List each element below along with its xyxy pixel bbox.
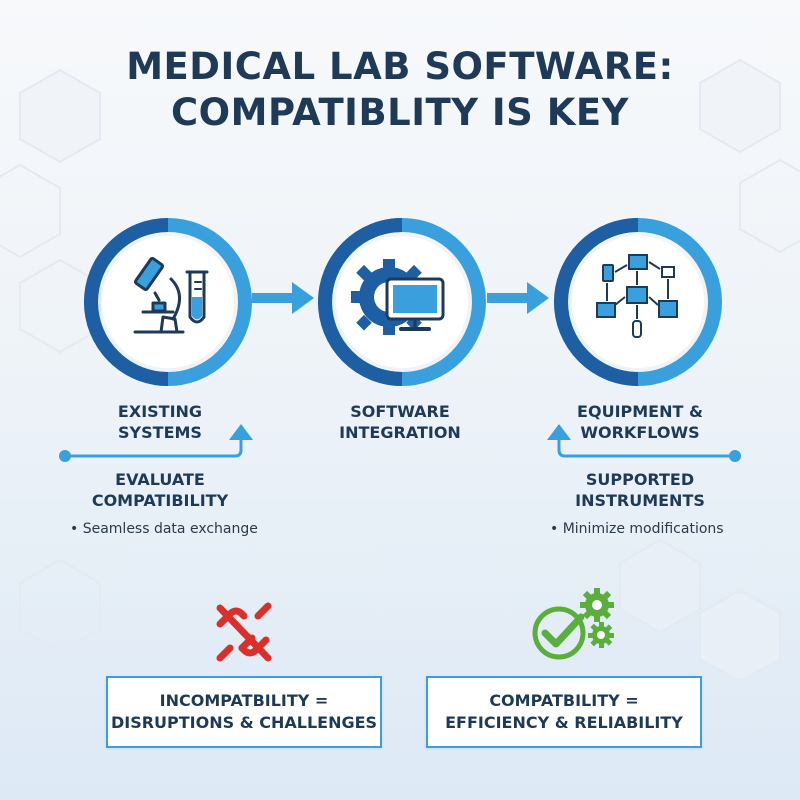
left-connector [59, 424, 253, 462]
title-line-2: COMPATIBLITY IS KEY [171, 91, 629, 134]
device-network-icon [596, 254, 678, 338]
right-note-bullet: • Minimize modifications [550, 521, 724, 537]
step-existing-systems-circle [83, 217, 253, 387]
page-title: MEDICAL LAB SOFTWARE: COMPATIBLITY IS KE… [0, 44, 800, 136]
compatibility-line-2: EFFICIENCY & RELIABILITY [445, 713, 683, 732]
test-tube-icon [185, 270, 209, 324]
title-line-1: MEDICAL LAB SOFTWARE: [126, 45, 674, 88]
incompatibility-line-1: INCOMPATBILITY = [159, 691, 329, 710]
check-gears-icon [532, 588, 614, 660]
left-note-bullet: • Seamless data exchange [70, 521, 258, 537]
incompatibility-line-2: DISRUPTIONS & CHALLENGES [110, 713, 378, 732]
microscope-icon [133, 256, 185, 334]
monitor-icon [385, 277, 445, 331]
compatibility-box: COMPATBILITY = EFFICIENCY & RELIABILITY [426, 676, 702, 748]
step-software-integration-circle [317, 217, 487, 387]
broken-link-icon [216, 602, 272, 662]
arrow-right-1 [252, 282, 314, 314]
right-connector [547, 424, 741, 462]
step-3-label: EQUIPMENT &WORKFLOWS [577, 402, 703, 442]
compatibility-line-1: COMPATBILITY = [489, 691, 639, 710]
step-equipment-workflows-circle [553, 217, 723, 387]
incompatibility-box: INCOMPATBILITY = DISRUPTIONS & CHALLENGE… [106, 676, 382, 748]
arrow-right-2 [487, 282, 549, 314]
